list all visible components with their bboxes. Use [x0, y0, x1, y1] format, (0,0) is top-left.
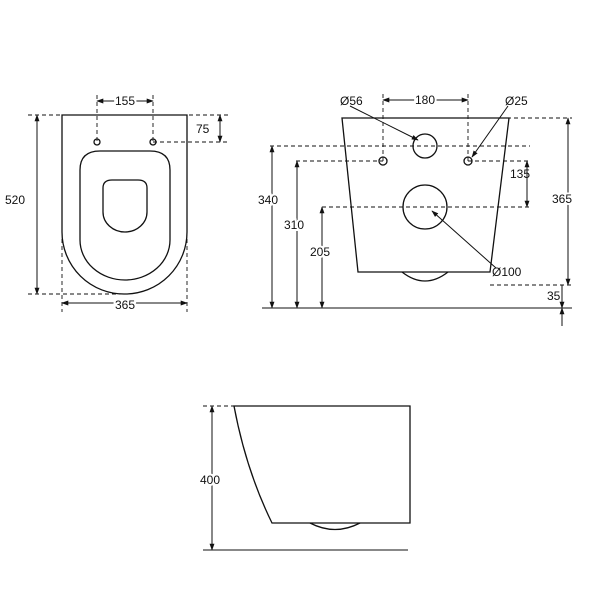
seat-outline — [79, 150, 171, 281]
bowl-outline — [61, 114, 188, 295]
dim-outlet-height: 205 — [310, 245, 330, 259]
dim-fixing-height: 75 — [196, 122, 210, 136]
rear-outline — [341, 117, 510, 273]
rear-view: 180 Ø56 Ø25 Ø100 135 365 35 340 310 205 — [256, 91, 574, 326]
dim-base-offset: 35 — [547, 289, 561, 303]
dim-total-width: 365 — [115, 298, 135, 312]
dim-height: 365 — [552, 192, 572, 206]
side-view: 400 — [198, 405, 411, 551]
dim-waste-height: 310 — [284, 218, 304, 232]
dim-side-height: 400 — [200, 473, 220, 487]
side-outline — [233, 405, 411, 524]
seat-opening — [102, 179, 148, 233]
dim-total-length: 520 — [5, 193, 25, 207]
label-waste-diameter: Ø56 — [340, 94, 363, 108]
dim-fixing-drop: 135 — [510, 167, 530, 181]
rear-outlet-spigot — [401, 271, 449, 282]
dim-fixing-spacing: 180 — [415, 93, 435, 107]
label-fixing-diameter: Ø25 — [505, 94, 528, 108]
dim-fixing-spacing: 155 — [115, 94, 135, 108]
label-outlet-diameter: Ø100 — [492, 265, 522, 279]
dim-fixing-height: 340 — [258, 193, 278, 207]
front-view: 155 75 520 365 — [5, 92, 230, 314]
side-outlet-spigot — [309, 522, 361, 531]
